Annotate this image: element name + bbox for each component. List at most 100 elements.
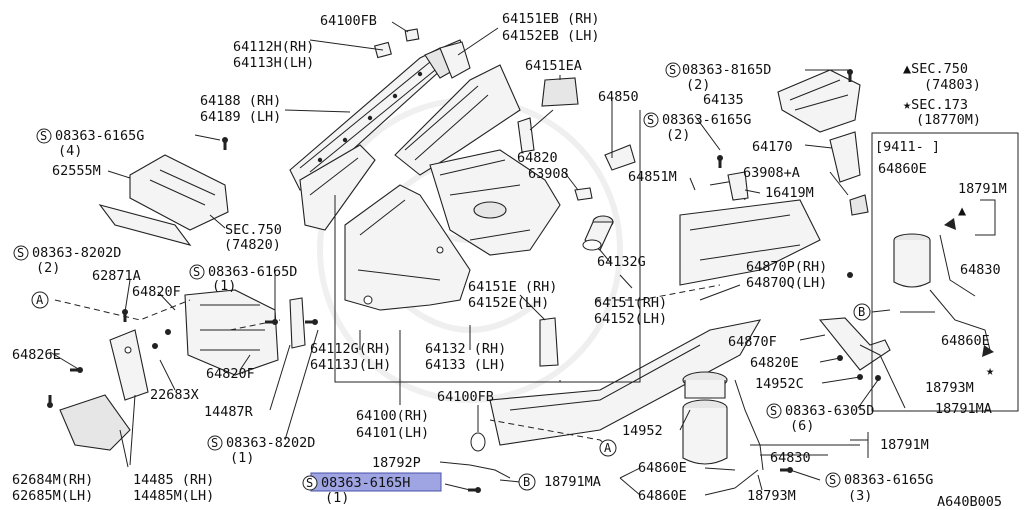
circle-marker-letters: S S S S S S S S S xyxy=(17,63,836,490)
heat-shield-part xyxy=(184,289,279,376)
svg-text:S: S xyxy=(193,265,200,279)
lower-bracket-64151E-part xyxy=(539,317,559,367)
label-64860E-box2: 64860E xyxy=(941,333,990,349)
label-64135: 64135 xyxy=(703,92,744,108)
label-64113H: 64113H(LH) xyxy=(233,55,314,71)
svg-text:S: S xyxy=(40,129,47,143)
front-side-member-part xyxy=(394,64,521,176)
label-08363-6165H-qty: (1) xyxy=(325,490,349,506)
label-64870P: 64870P(RH) xyxy=(746,259,827,275)
cover-plate-62555M-part xyxy=(129,154,229,231)
label-64152EB: 64152EB (LH) xyxy=(502,28,600,44)
label-64870Q: 64870Q(LH) xyxy=(746,275,827,291)
label-08363-6165G-a: 08363-6165G xyxy=(55,128,144,144)
svg-text:S: S xyxy=(306,476,313,490)
label-64170: 64170 xyxy=(752,139,793,155)
label-64112H: 64112H(RH) xyxy=(233,39,314,55)
reference-marker-b: B B xyxy=(518,303,871,491)
star-marker-icon: ★ xyxy=(986,363,994,379)
label-08363-6305D: 08363-6305D xyxy=(785,403,874,419)
part-labels: 64100FB 64151EB (RH) 64152EB (LH) 64112H… xyxy=(12,11,1007,510)
closing-plate-part xyxy=(299,144,376,231)
svg-text:S: S xyxy=(829,473,836,487)
canister-14952-part xyxy=(682,371,728,465)
label-08363-6165G-a-qty: (4) xyxy=(58,143,82,159)
label-64152E: 64152E(LH) xyxy=(468,295,549,311)
label-sec750-left-ref: (74820) xyxy=(224,237,281,253)
right-apron-part xyxy=(679,194,869,286)
label-64188: 64188 (RH) xyxy=(200,93,281,109)
label-64820: 64820 xyxy=(517,150,558,166)
flow-arrow-icon-2 xyxy=(982,345,994,357)
label-14952C: 14952C xyxy=(755,376,804,392)
label-64151EA: 64151EA xyxy=(525,58,582,74)
label-64189: 64189 (LH) xyxy=(200,109,281,125)
label-64860E-b2: 64860E xyxy=(638,488,687,504)
label-08363-8202D-b: 08363-8202D xyxy=(226,435,315,451)
label-18791MA-box: 18791MA xyxy=(935,401,992,417)
reinforcement-cylinder-part xyxy=(582,215,614,251)
lower-cover-part xyxy=(98,204,192,246)
label-64830-box: 64830 xyxy=(960,262,1001,278)
label-08363-6165G-b-qty: (2) xyxy=(666,127,690,143)
lower-panel-62684M-part xyxy=(59,394,131,451)
label-62684M: 62684M(RH) xyxy=(12,472,93,488)
label-64151E: 64151E (RH) xyxy=(468,279,557,295)
label-62685M: 62685M(LH) xyxy=(12,488,93,504)
side-plate-64170-part xyxy=(829,131,861,183)
clip-part xyxy=(574,187,593,201)
flow-arrow-icon xyxy=(944,218,956,230)
label-14952: 14952 xyxy=(622,423,663,439)
label-sec173-ref: (18770M) xyxy=(916,112,981,128)
label-64152: 64152(LH) xyxy=(594,311,667,327)
label-62555M: 62555M xyxy=(52,163,101,179)
label-18791MA-bottom: 18791MA xyxy=(544,474,601,490)
label-14485M: 14485M(LH) xyxy=(133,488,214,504)
label-64132G: 64132G xyxy=(597,254,646,270)
label-18791M-box: 18791M xyxy=(958,181,1007,197)
bolt-icons xyxy=(47,69,881,493)
label-08363-6305D-qty: (6) xyxy=(790,418,814,434)
svg-text:B: B xyxy=(523,475,530,489)
label-63908: 63908 xyxy=(528,166,569,182)
svg-text:A: A xyxy=(604,441,612,455)
label-22683X: 22683X xyxy=(150,387,199,403)
upper-panel-64135-part xyxy=(777,69,861,133)
label-64860E-box: 64860E xyxy=(878,161,927,177)
triangle-marker-icon: ▲ xyxy=(958,203,967,219)
label-64132: 64132 (RH) xyxy=(425,341,506,357)
label-18791M-bottom: 18791M xyxy=(880,437,929,453)
label-64851M: 64851M xyxy=(628,169,677,185)
label-sec750-top-ref: (74803) xyxy=(924,77,981,93)
label-08363-6165H: 08363-6165H xyxy=(321,475,410,491)
label-64133: 64133 (LH) xyxy=(425,357,506,373)
label-64113J: 64113J(LH) xyxy=(310,357,391,373)
label-14485: 14485 (RH) xyxy=(133,472,214,488)
label-64830-bottom: 64830 xyxy=(770,450,811,466)
label-64151: 64151(RH) xyxy=(594,295,667,311)
svg-text:S: S xyxy=(770,404,777,418)
svg-text:S: S xyxy=(669,63,676,77)
reference-marker-a: A A xyxy=(31,291,617,457)
svg-text:S: S xyxy=(647,113,654,127)
hose-bottom-part xyxy=(469,379,764,489)
label-18792P: 18792P xyxy=(372,455,421,471)
label-64820F-a: 64820F xyxy=(132,284,181,300)
label-08363-8202D-a-qty: (2) xyxy=(36,260,60,276)
mount-bracket-part xyxy=(109,329,149,401)
label-08363-6165G-c-qty: (3) xyxy=(848,488,872,504)
label-64151EB: 64151EB (RH) xyxy=(502,11,600,27)
label-08363-6165G-b: 08363-6165G xyxy=(662,112,751,128)
hose-clip-part xyxy=(709,171,749,201)
label-64826E: 64826E xyxy=(12,347,61,363)
bracket-64850-part xyxy=(604,130,636,171)
label-08363-6165D: 08363-6165D xyxy=(208,264,297,280)
label-64820E: 64820E xyxy=(750,355,799,371)
label-62871A: 62871A xyxy=(92,268,141,284)
label-08363-6165D-qty: (1) xyxy=(212,278,236,294)
svg-text:S: S xyxy=(211,436,218,450)
label-08363-8202D-a: 08363-8202D xyxy=(32,245,121,261)
label-64112G: 64112G(RH) xyxy=(310,341,391,357)
label-08363-6165G-c: 08363-6165G xyxy=(844,472,933,488)
